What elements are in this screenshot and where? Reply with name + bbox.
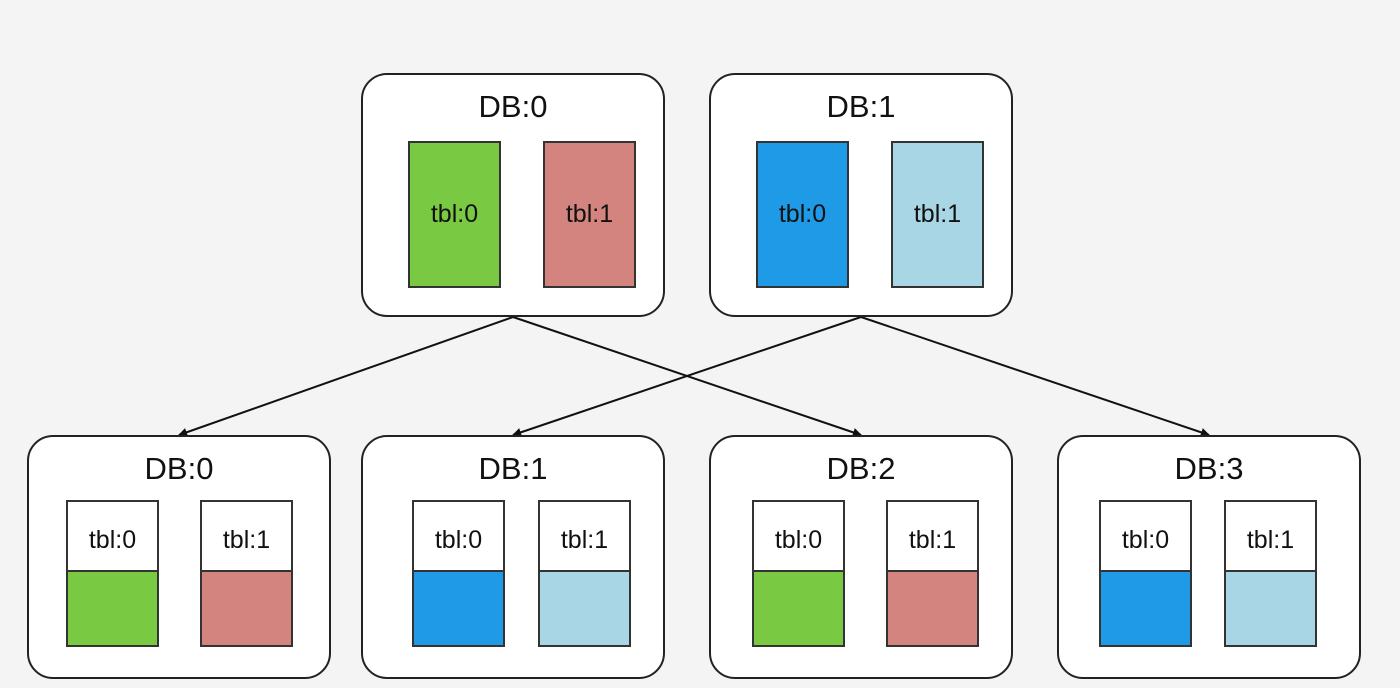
db-title: DB:0 [144,451,214,486]
table-block: tbl:0 [408,141,501,288]
table-label: tbl:1 [560,526,609,554]
table-label: tbl:1 [222,526,271,554]
migration-arrow [860,316,1210,437]
db-title: DB:1 [478,451,548,486]
table-label: tbl:0 [88,526,137,554]
db-title: DB:3 [1174,451,1244,486]
table-block: tbl:0 [756,141,849,288]
table-block: tbl:0 [412,500,505,647]
table-fill [414,570,503,645]
table-fill [540,570,629,645]
table-label: tbl:0 [778,200,827,228]
table-label: tbl:1 [565,200,614,228]
target-db-0: DB:0 tbl:0 tbl:1 [27,435,331,679]
db-title: DB:2 [826,451,896,486]
target-db-1: DB:1 tbl:0 tbl:1 [361,435,665,679]
table-block: tbl:0 [1099,500,1192,647]
table-label: tbl:0 [434,526,483,554]
table-fill [1101,570,1190,645]
table-label: tbl:0 [1121,526,1170,554]
table-block: tbl:1 [538,500,631,647]
table-fill [888,570,977,645]
source-db-1: DB:1 tbl:0 tbl:1 [709,73,1013,317]
table-block: tbl:1 [886,500,979,647]
table-label: tbl:1 [908,526,957,554]
table-label: tbl:1 [1246,526,1295,554]
table-label: tbl:0 [430,200,479,228]
migration-arrow [512,316,862,437]
table-block: tbl:1 [1224,500,1317,647]
table-fill [754,570,843,645]
table-fill [68,570,157,645]
table-label: tbl:1 [913,200,962,228]
table-block: tbl:0 [752,500,845,647]
table-label: tbl:0 [774,526,823,554]
source-db-0: DB:0 tbl:0 tbl:1 [361,73,665,317]
db-title: DB:0 [478,89,548,124]
table-block: tbl:1 [200,500,293,647]
target-db-3: DB:3 tbl:0 tbl:1 [1057,435,1361,679]
migration-arrow [178,316,514,437]
table-block: tbl:1 [543,141,636,288]
migration-arrow [512,316,862,437]
table-block: tbl:0 [66,500,159,647]
db-title: DB:1 [826,89,896,124]
table-fill [202,570,291,645]
target-db-2: DB:2 tbl:0 tbl:1 [709,435,1013,679]
table-fill [1226,570,1315,645]
table-block: tbl:1 [891,141,984,288]
